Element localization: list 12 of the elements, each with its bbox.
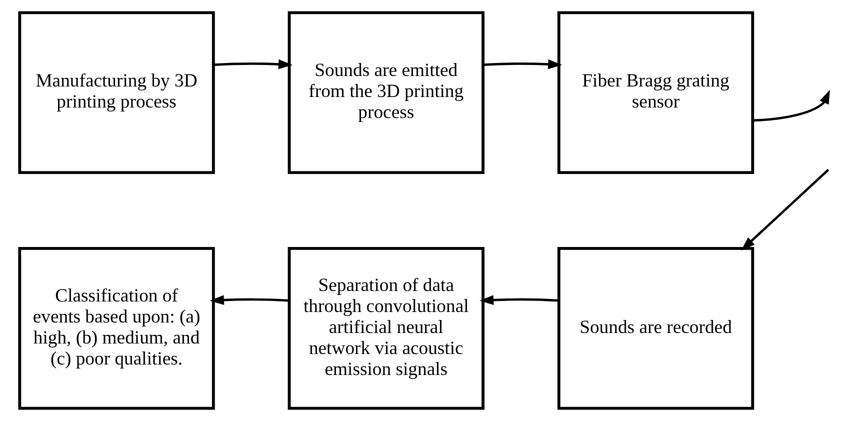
arrow (213, 59, 293, 70)
node-box: Manufacturing by 3D printing process (18, 11, 215, 174)
node-box: Separation of data through convolutional artificial neural network via acoustic emission signals (288, 246, 484, 410)
node-box: Sounds are emitted from the 3D printing process (288, 11, 484, 174)
node-box: Fiber Bragg grating sensor (557, 11, 754, 174)
arrow (741, 168, 830, 250)
node-box: Sounds are recorded (557, 246, 754, 410)
node-box: Classification of events based upon: (a) high, (b) medium, and (c) poor qualities. (18, 246, 215, 410)
arrow (480, 295, 559, 305)
arrow (483, 59, 562, 70)
arrow (752, 90, 830, 122)
arrow (210, 295, 290, 305)
